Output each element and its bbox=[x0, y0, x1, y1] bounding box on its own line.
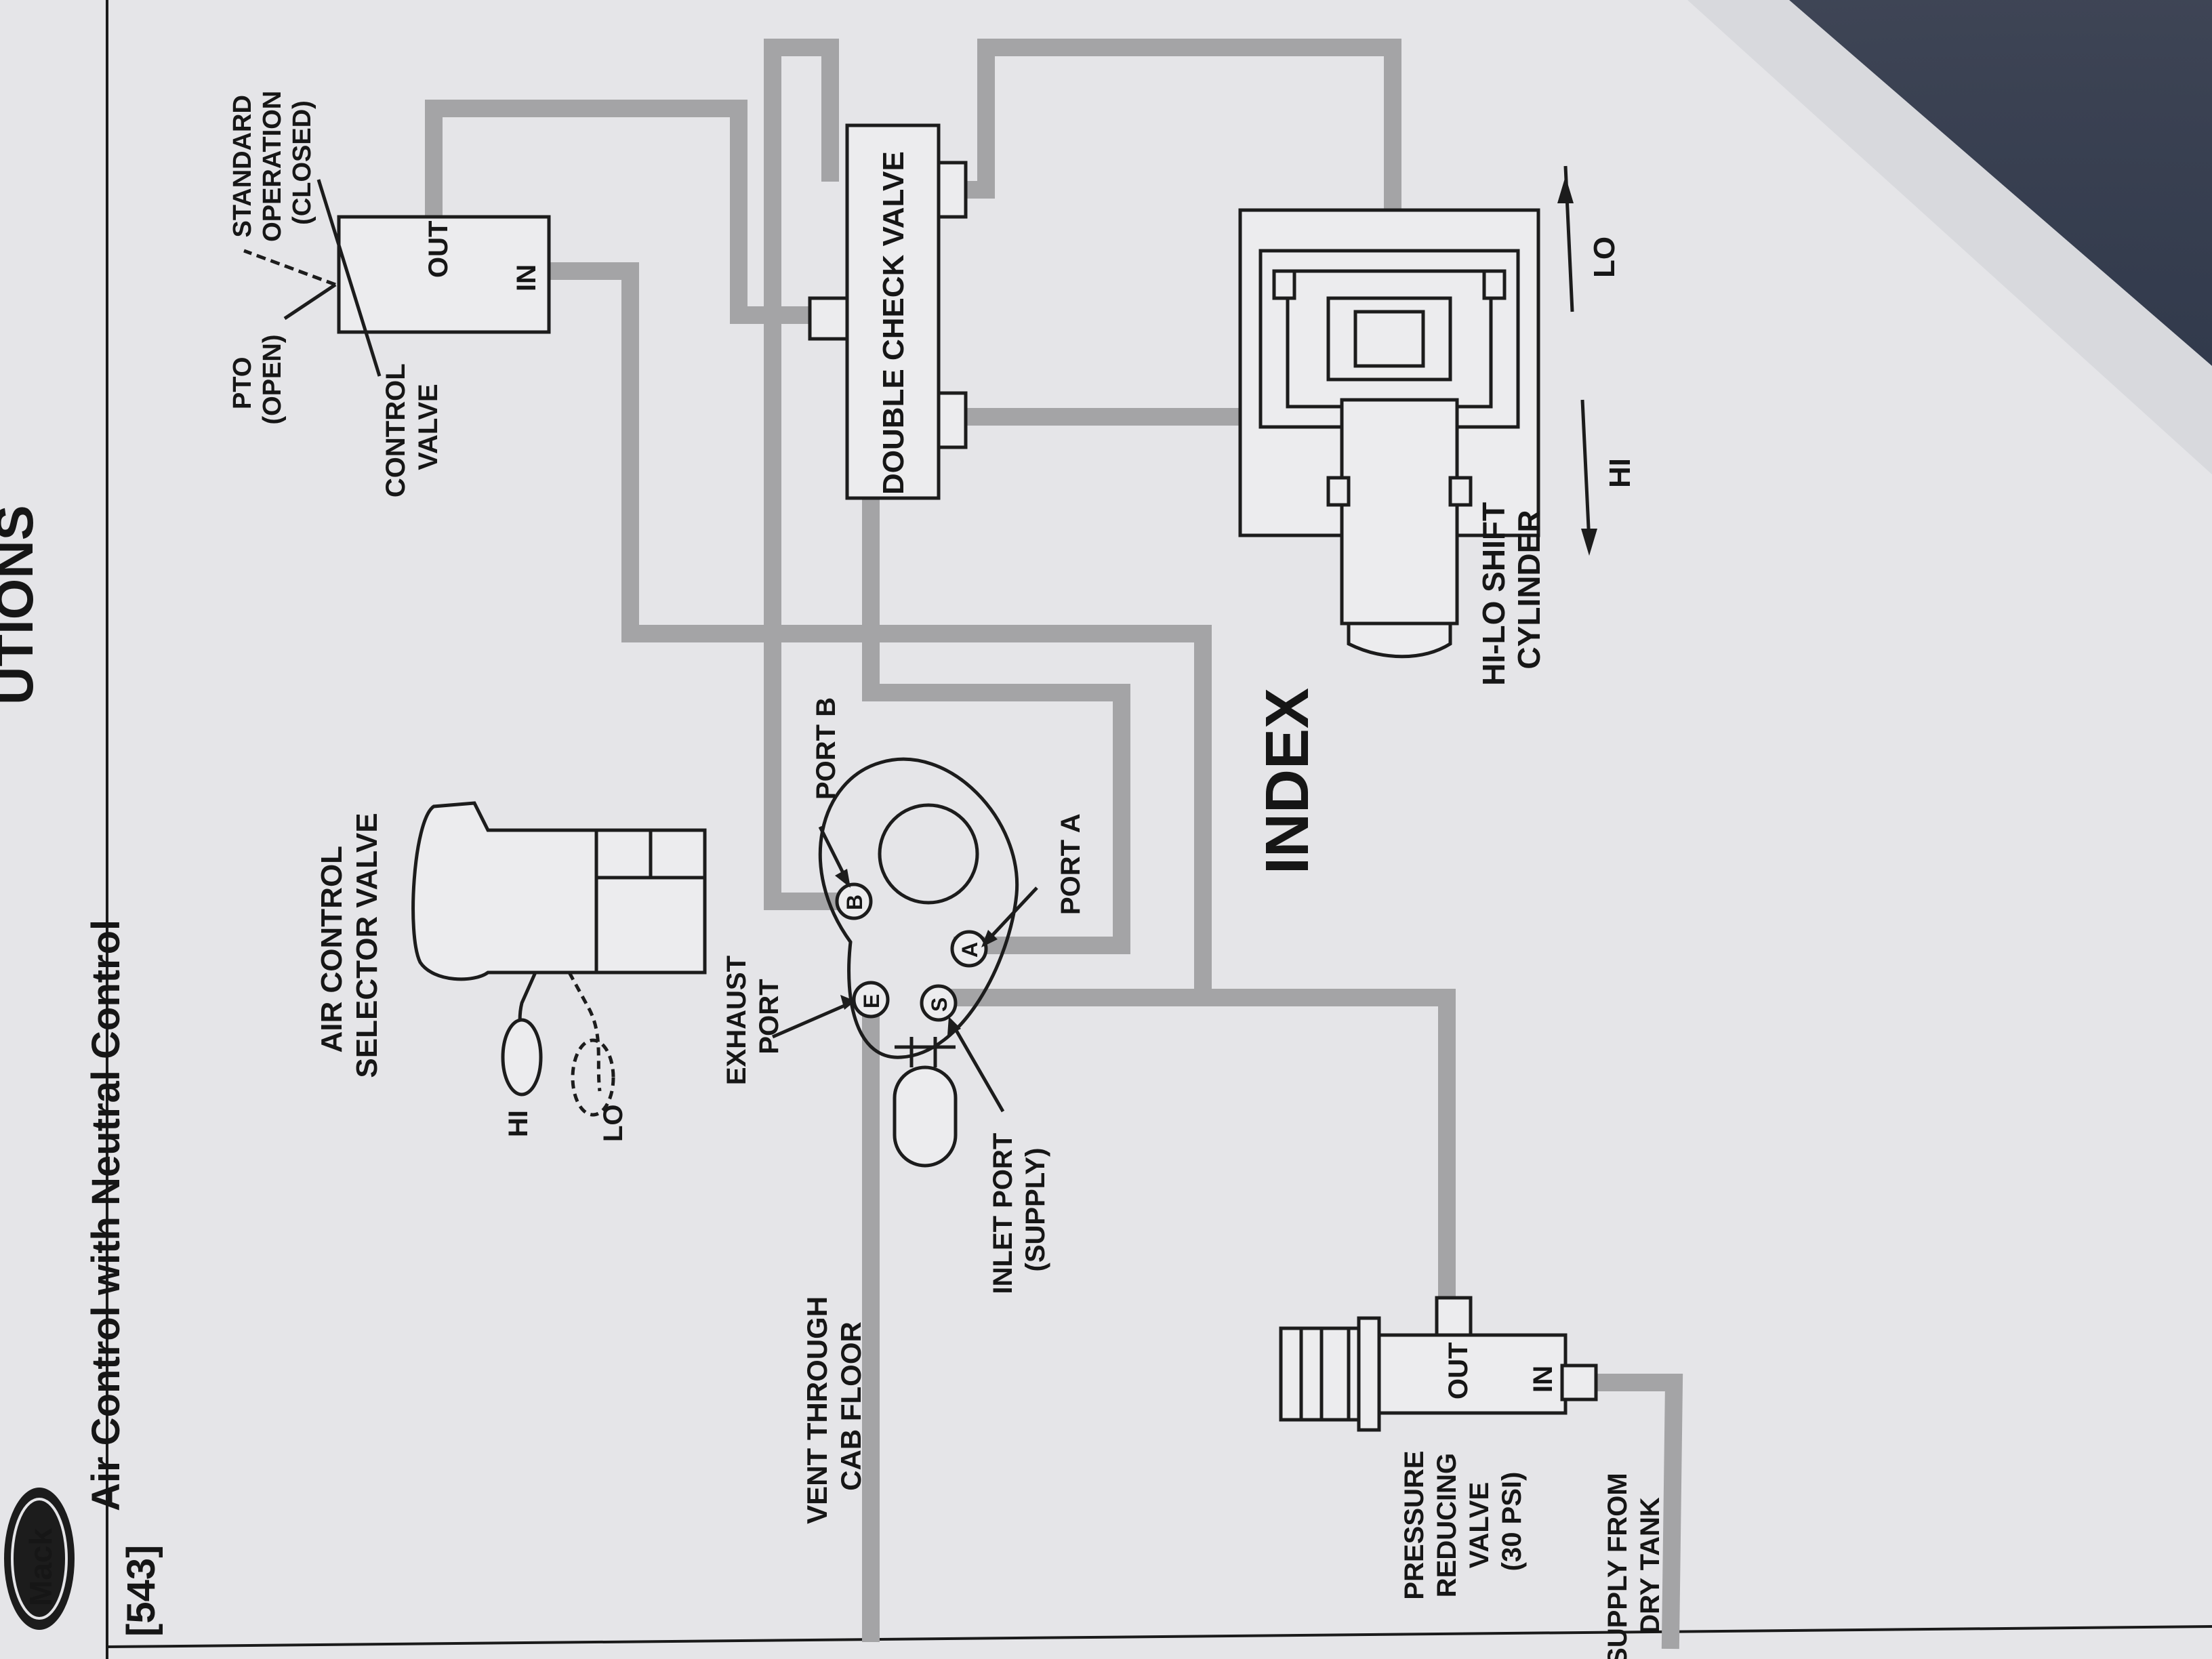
inlet-port-label: INLET PORT (SUPPLY) bbox=[988, 1126, 1050, 1294]
pressure-reducing-valve: OUT IN bbox=[1279, 1296, 1598, 1432]
prv-in-label: IN bbox=[1528, 1366, 1558, 1393]
control-valve-out-line bbox=[425, 100, 819, 324]
port-a-label: PORT A bbox=[1056, 813, 1086, 915]
port-a-line bbox=[862, 194, 1130, 954]
port-e: E bbox=[852, 981, 890, 1019]
lever-hi-label: HI bbox=[504, 1110, 533, 1137]
exhaust-port-label: EXHAUST PORT bbox=[722, 948, 784, 1085]
port-a: A bbox=[950, 930, 988, 968]
lo-line bbox=[930, 39, 1401, 260]
svg-text:B: B bbox=[842, 895, 867, 910]
control-valve-out-label: OUT bbox=[424, 221, 453, 278]
air-control-selector-valve bbox=[411, 801, 707, 1117]
hi-lo-shift-cylinder: LO HI bbox=[1238, 165, 1637, 659]
svg-text:S: S bbox=[927, 998, 951, 1012]
lever-lo-label: LO bbox=[598, 1104, 628, 1142]
control-valve-label: CONTROL VALVE bbox=[381, 356, 443, 497]
mack-logo: Mack bbox=[4, 1488, 75, 1630]
leader-arrows bbox=[772, 825, 1038, 1113]
port-b-label: PORT B bbox=[811, 697, 841, 800]
figure-number: [543] bbox=[119, 1545, 163, 1637]
running-head: UTIONS bbox=[0, 505, 44, 705]
selector-valve-body: B A E S bbox=[818, 757, 1019, 1059]
exhaust-muffler bbox=[893, 1037, 958, 1168]
prv-out-label: OUT bbox=[1443, 1343, 1473, 1399]
pto-open-label: PTO (OPEN) bbox=[228, 335, 287, 425]
svg-text:A: A bbox=[958, 942, 982, 958]
port-b: B bbox=[835, 882, 873, 920]
control-valve: OUT IN bbox=[243, 179, 551, 377]
figure-title: Air Control with Neutral Control bbox=[84, 920, 128, 1511]
svg-text:E: E bbox=[859, 994, 884, 1008]
vent-through-cab-floor-label: VENT THROUGH CAB FLOOR bbox=[801, 1288, 867, 1524]
port-s: S bbox=[920, 984, 958, 1022]
hi-arrow-label: HI bbox=[1603, 458, 1637, 488]
port-b-line bbox=[764, 39, 849, 910]
logo-text: Mack bbox=[23, 1528, 58, 1606]
page-shadow bbox=[1687, 0, 2212, 474]
standard-operation-label: STANDARD OPERATION (CLOSED) bbox=[228, 83, 316, 242]
control-valve-in-label: IN bbox=[512, 264, 541, 291]
supply-line bbox=[1574, 1374, 1683, 1650]
supply-from-dry-tank-label: SUPPLY FROM DRY TANK bbox=[1603, 1465, 1665, 1659]
hi-lo-shift-cylinder-label: HI-LO SHIFT CYLINDER bbox=[1476, 493, 1547, 686]
air-control-selector-valve-label: AIR CONTROL SELECTOR VALVE bbox=[315, 813, 384, 1078]
lo-arrow-label: LO bbox=[1588, 237, 1621, 278]
double-check-valve-label: DOUBLE CHECK VALVE bbox=[877, 151, 910, 495]
reduced-pressure-line bbox=[540, 262, 1456, 1317]
index-watermark: INDEX bbox=[1254, 688, 1322, 874]
bottom-rule bbox=[106, 1625, 2212, 1648]
double-check-valve: DOUBLE CHECK VALVE bbox=[808, 123, 968, 500]
pressure-reducing-valve-label: PRESSURE REDUCING VALVE (30 PSI) bbox=[1399, 1443, 1527, 1599]
